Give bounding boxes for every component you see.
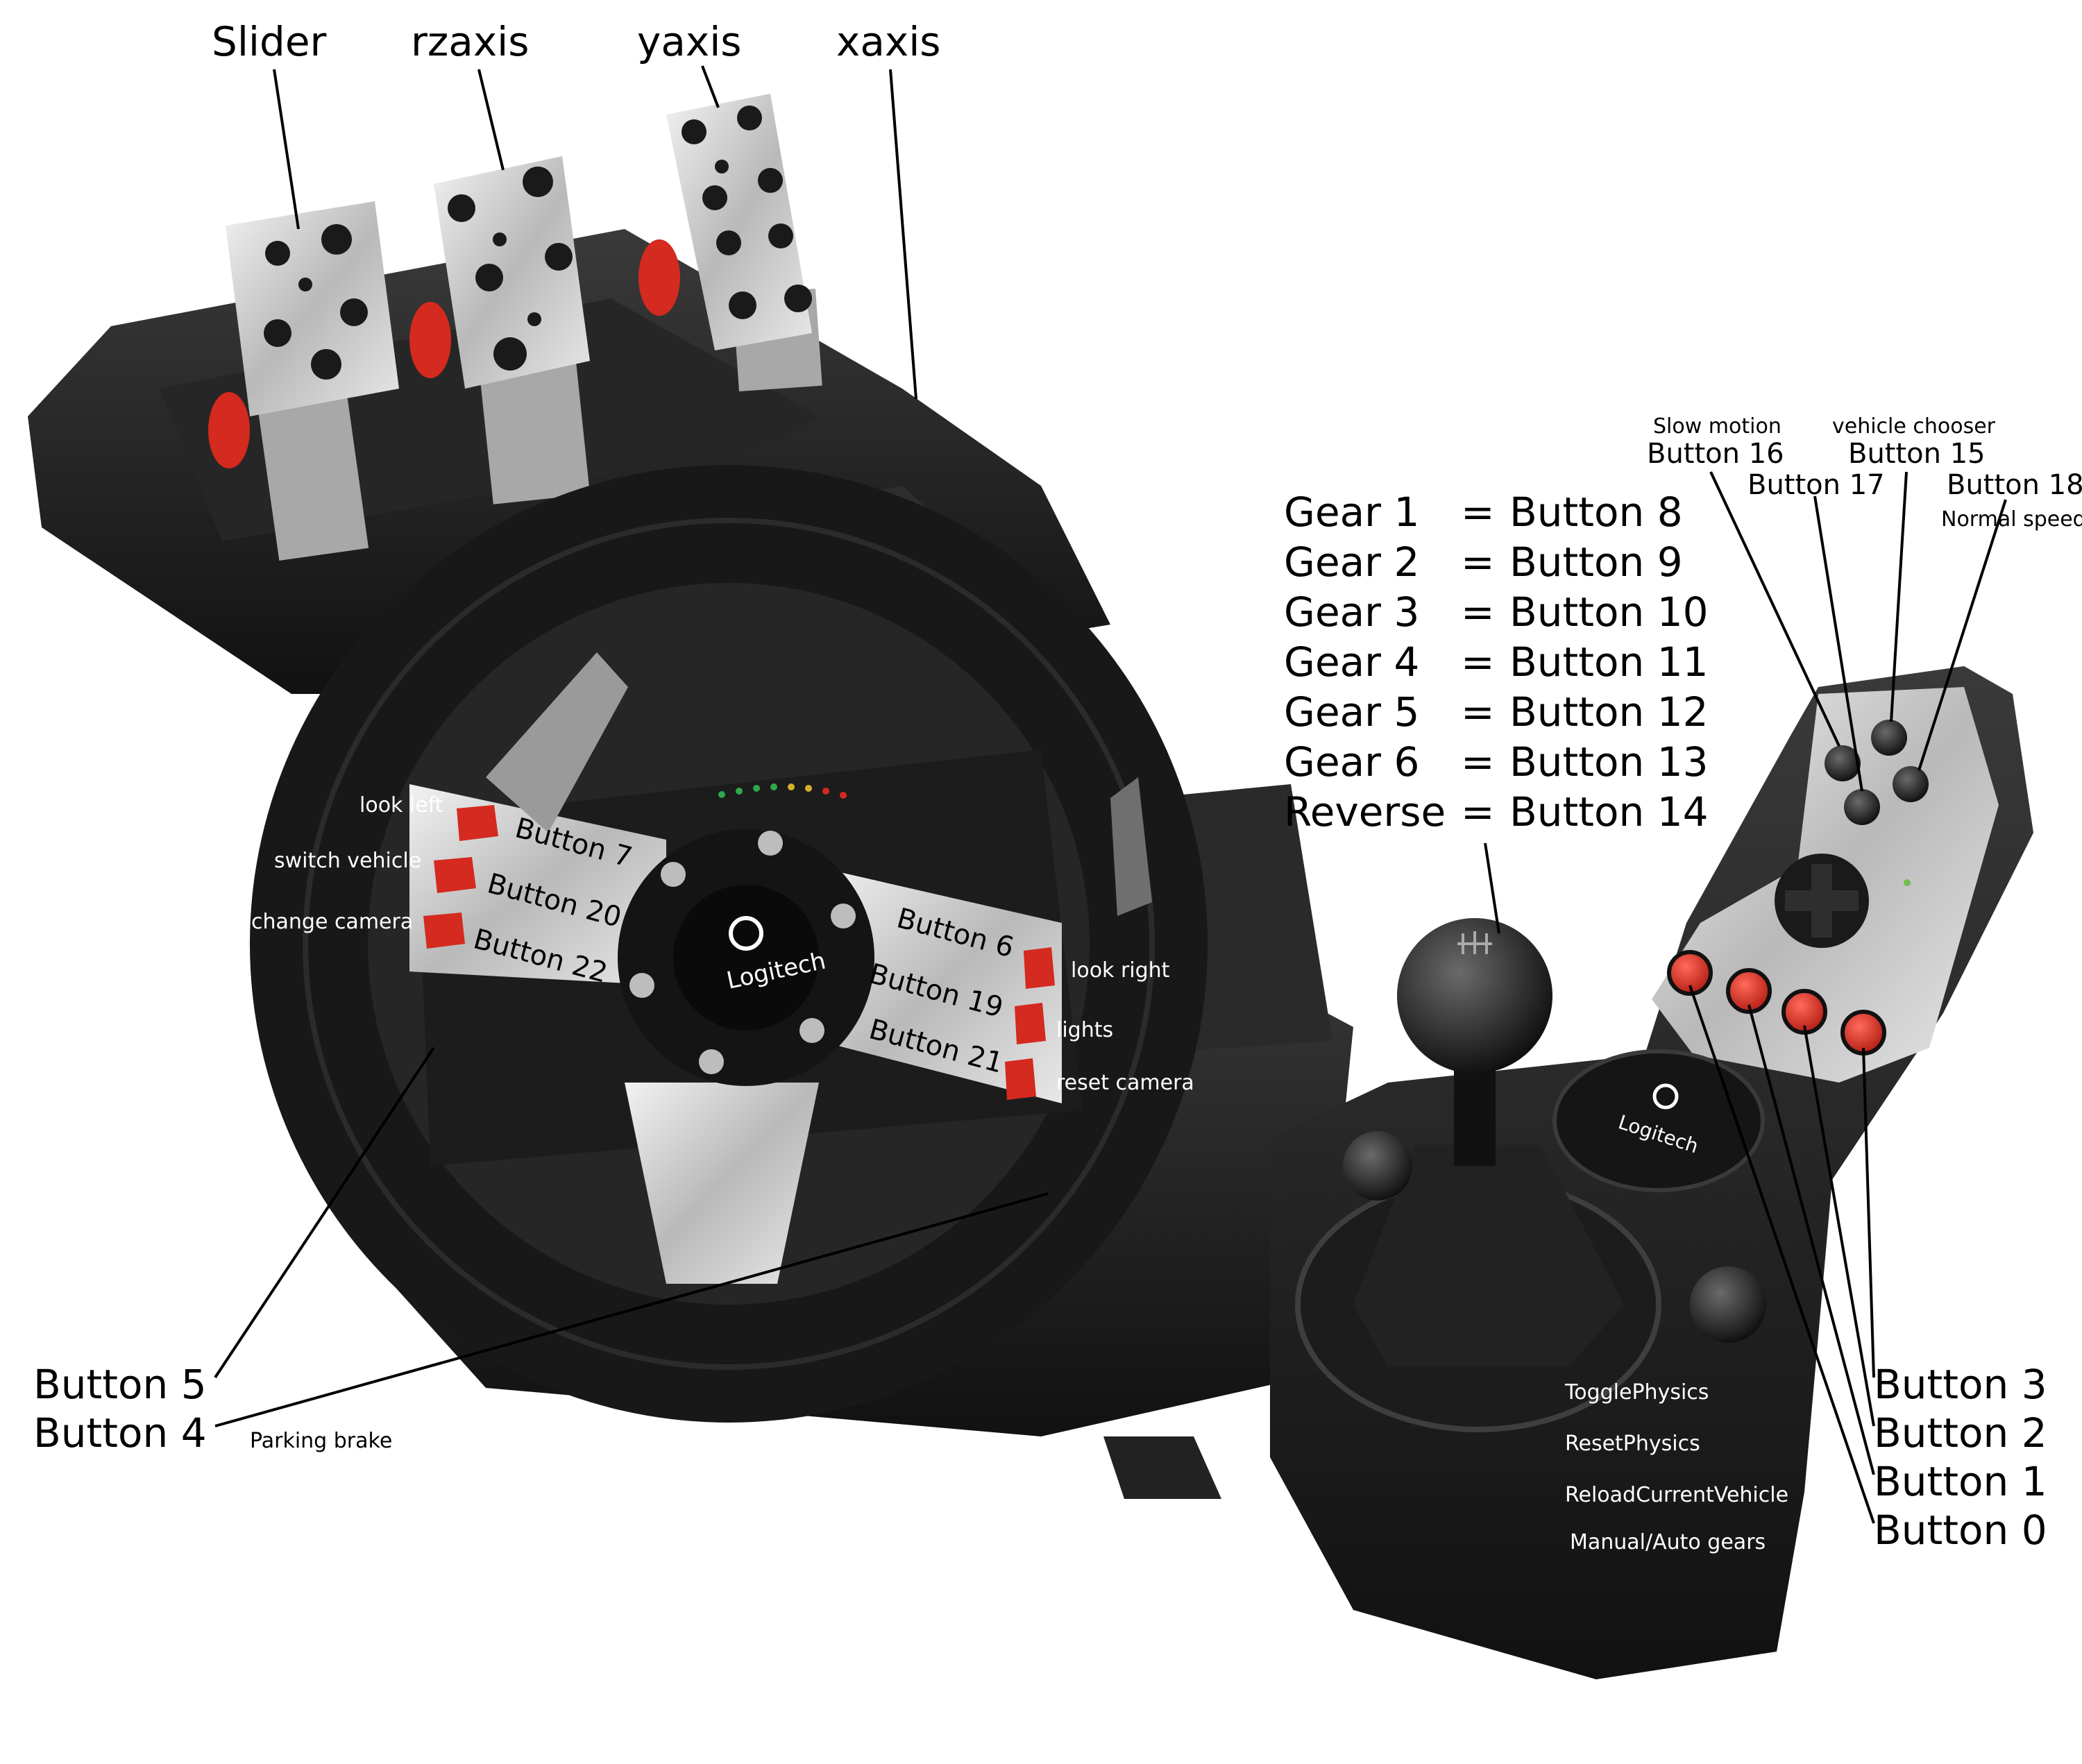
- gear-button: Button 14: [1509, 788, 1709, 836]
- label-button-0: Button 0: [1874, 1507, 2047, 1554]
- label-button-2: Button 2: [1874, 1409, 2047, 1457]
- label-parking-brake: Parking brake: [250, 1429, 392, 1453]
- pedal-springs: [208, 239, 680, 468]
- label-toggle-physics: TogglePhysics: [1564, 1380, 1709, 1405]
- label-change-camera: change camera: [251, 910, 413, 934]
- label-normal-speed: Normal speed: [1941, 507, 2082, 532]
- gear-equals: =: [1461, 489, 1495, 536]
- gear-button: Button 13: [1509, 738, 1709, 786]
- wheel-buttons-left: [423, 805, 498, 949]
- label-button-17: Button 17: [1747, 469, 1885, 501]
- gear-equals: =: [1461, 788, 1495, 836]
- shifter-button-1[interactable]: [1726, 968, 1772, 1014]
- gear-row: Reverse = Button 14: [1284, 788, 1709, 836]
- label-button-5: Button 5: [33, 1361, 207, 1408]
- shifter-status-led: [1904, 879, 1911, 886]
- label-reload-vehicle: ReloadCurrentVehicle: [1565, 1483, 1788, 1507]
- label-button-18: Button 18: [1947, 469, 2082, 501]
- label-slider: Slider: [212, 18, 327, 65]
- gear-equals: =: [1461, 738, 1495, 786]
- gear-name: Gear 2: [1284, 538, 1419, 586]
- shifter-knob-left[interactable]: [1343, 1131, 1412, 1201]
- hub-screws: [629, 831, 856, 1074]
- gear-name: Gear 3: [1284, 588, 1419, 636]
- label-vehicle-chooser: vehicle chooser: [1832, 414, 1996, 439]
- leader-lines: [214, 65, 2007, 1524]
- label-button-1: Button 1: [1874, 1458, 2047, 1505]
- wheel-spoke-bottom: [625, 1083, 819, 1284]
- wheel-button-22[interactable]: [423, 913, 465, 949]
- wheel-button-7[interactable]: [457, 805, 498, 841]
- paddle-right[interactable]: [1110, 777, 1152, 916]
- shifter-dpad[interactable]: [1775, 854, 1869, 948]
- label-look-right: look right: [1071, 958, 1170, 983]
- gear-equals: =: [1461, 688, 1495, 736]
- gear-name: Gear 5: [1284, 688, 1419, 736]
- label-reset-camera: reset camera: [1056, 1071, 1194, 1095]
- gear-row: Gear 6 = Button 13: [1284, 738, 1709, 786]
- label-manual-auto: Manual/Auto gears: [1570, 1530, 1766, 1554]
- wheel-buttons-right: [1005, 947, 1055, 1100]
- shifter-button-3[interactable]: [1840, 1010, 1886, 1055]
- gear-row: Gear 5 = Button 12: [1284, 688, 1709, 736]
- logitech-logo-icon: [729, 916, 763, 951]
- label-slow-motion: Slow motion: [1653, 414, 1781, 439]
- gear-row: Gear 4 = Button 11: [1284, 638, 1709, 686]
- logitech-logo-icon: [1652, 1083, 1679, 1110]
- label-rzaxis: rzaxis: [411, 18, 530, 65]
- rpm-leds: [718, 783, 847, 799]
- pedal-clutch[interactable]: [226, 201, 399, 561]
- gear-button: Button 10: [1509, 588, 1709, 636]
- shift-pattern-icon: [1457, 931, 1492, 954]
- wheel-spoke-right: [819, 867, 1062, 1103]
- label-switch-vehicle: switch vehicle: [274, 849, 421, 873]
- wheel-button-21[interactable]: [1005, 1058, 1036, 1100]
- shifter-button-16[interactable]: [1825, 745, 1861, 781]
- gear-equals: =: [1461, 588, 1495, 636]
- gear-row: Gear 3 = Button 10: [1284, 588, 1709, 636]
- hub-logo-disc: [673, 885, 819, 1031]
- label-button-15: Button 15: [1848, 438, 1986, 470]
- shifter-unit: Logitech: [1270, 666, 2033, 1679]
- gear-name: Reverse: [1284, 788, 1446, 836]
- gear-row: Gear 1 = Button 8: [1284, 489, 1683, 536]
- label-button-3: Button 3: [1874, 1361, 2047, 1408]
- label-button-16: Button 16: [1647, 438, 1784, 470]
- shifter-button-15[interactable]: [1871, 720, 1907, 756]
- gear-row: Gear 2 = Button 9: [1284, 538, 1683, 586]
- gear-button: Button 8: [1509, 489, 1683, 536]
- shifter-button-0[interactable]: [1667, 950, 1713, 996]
- gear-mapping-table: Gear 1 = Button 8 Gear 2 = Button 9 Gear…: [1284, 489, 1709, 836]
- shifter-knob[interactable]: [1397, 918, 1552, 1074]
- gear-button: Button 12: [1509, 688, 1709, 736]
- label-look-left: look left: [359, 793, 443, 817]
- pedal-gas[interactable]: [666, 94, 822, 392]
- label-reset-physics: ResetPhysics: [1565, 1432, 1700, 1456]
- gear-name: Gear 6: [1284, 738, 1419, 786]
- gear-equals: =: [1461, 638, 1495, 686]
- pedal-brake[interactable]: [434, 156, 591, 504]
- gear-button: Button 11: [1509, 638, 1709, 686]
- wheel-button-20[interactable]: [434, 857, 476, 893]
- gear-name: Gear 1: [1284, 489, 1419, 536]
- label-button-4: Button 4: [33, 1409, 207, 1457]
- wheel-button-6[interactable]: [1024, 947, 1055, 989]
- shifter-button-17[interactable]: [1844, 789, 1880, 825]
- label-lights: lights: [1056, 1018, 1113, 1042]
- shifter-logo-disc: [1552, 1049, 1765, 1192]
- shifter-button-18[interactable]: [1893, 766, 1929, 802]
- paddle-left[interactable]: [486, 652, 628, 833]
- label-xaxis: xaxis: [836, 18, 941, 65]
- shifter-knob-right[interactable]: [1690, 1266, 1766, 1343]
- shifter-boot: [1353, 1145, 1624, 1367]
- wheel-button-19[interactable]: [1015, 1003, 1046, 1044]
- label-yaxis: yaxis: [637, 18, 742, 65]
- gear-equals: =: [1461, 538, 1495, 586]
- steering-wheel[interactable]: Logitech: [250, 465, 1208, 1423]
- gear-button: Button 9: [1509, 538, 1683, 586]
- gear-name: Gear 4: [1284, 638, 1419, 686]
